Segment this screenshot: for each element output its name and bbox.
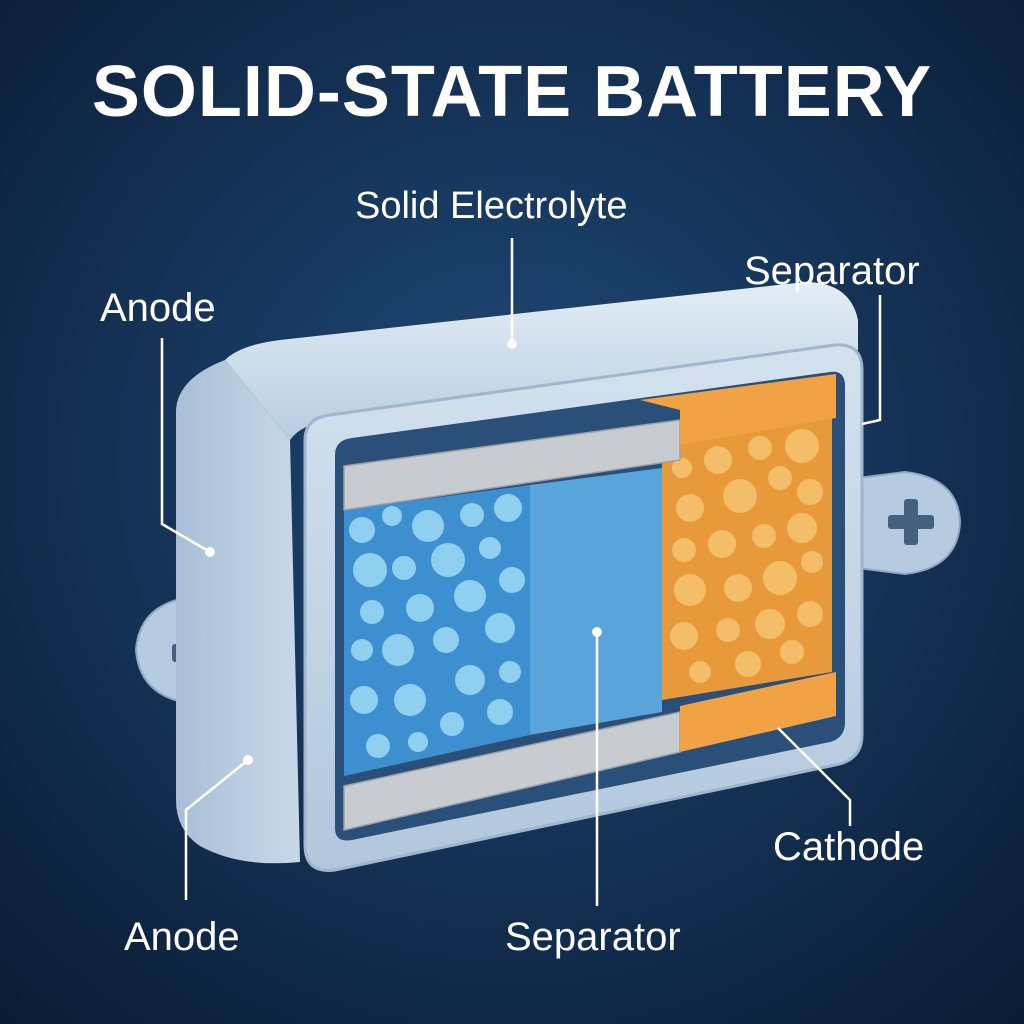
cathode-layer xyxy=(662,416,832,700)
separator-layer xyxy=(530,468,662,735)
bottom-collector-orange xyxy=(680,672,836,752)
label-cathode: Cathode xyxy=(773,825,925,869)
leader-lines xyxy=(160,238,882,906)
positive-terminal xyxy=(857,470,962,576)
leader-cathode xyxy=(777,727,852,826)
top-collector-gray xyxy=(343,419,681,511)
anode-layer xyxy=(344,485,530,776)
top-collector-orange xyxy=(640,374,836,445)
cathode-particles xyxy=(670,429,823,683)
leader-separator-top xyxy=(861,295,882,426)
plus-icon-v xyxy=(904,499,918,545)
leader-anode-bottom xyxy=(184,759,249,900)
leader-anode-top xyxy=(160,338,211,554)
label-solid-electrolyte: Solid Electrolyte xyxy=(355,185,628,227)
label-anode-top: Anode xyxy=(100,286,216,330)
label-separator-bottom: Separator xyxy=(505,915,681,959)
leader-dots xyxy=(205,339,602,765)
diagram-title: SOLID-STATE BATTERY xyxy=(91,52,933,132)
label-anode-bottom: Anode xyxy=(124,915,240,959)
anode-particles xyxy=(349,494,525,758)
label-separator-top: Separator xyxy=(744,249,920,293)
